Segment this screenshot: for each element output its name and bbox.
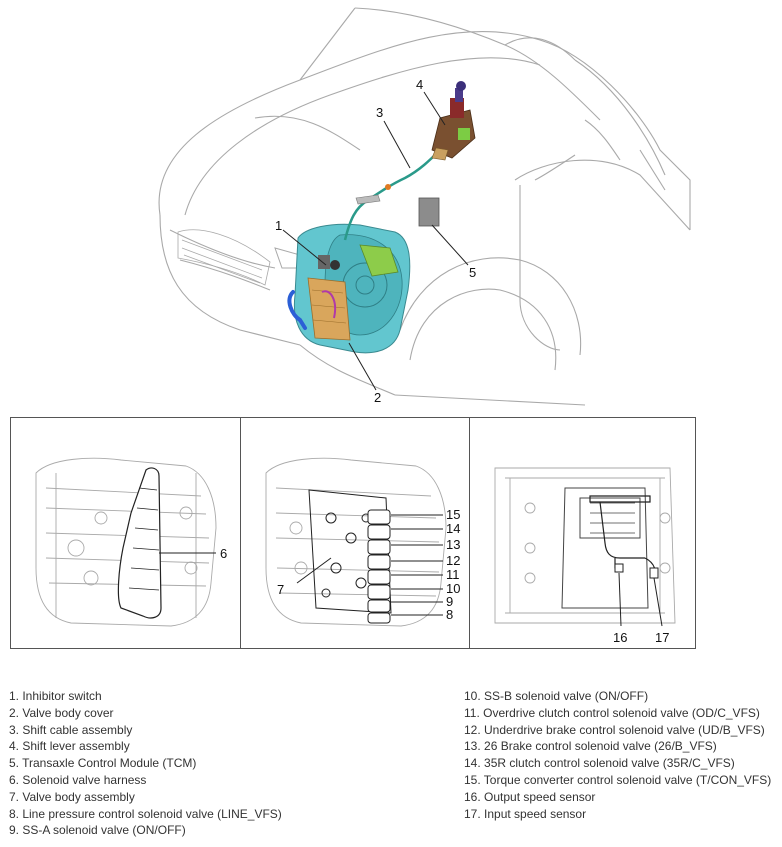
transaxle-assembly bbox=[287, 223, 411, 354]
legend-item: 12. Underdrive brake control solenoid va… bbox=[464, 722, 765, 737]
callout-4: 4 bbox=[416, 77, 423, 92]
callout-5: 5 bbox=[469, 265, 476, 280]
callout-13: 13 bbox=[446, 537, 460, 552]
callout-10: 10 bbox=[446, 581, 460, 596]
valve-body-plate bbox=[561, 487, 649, 609]
transaxle-line-drawing-3 bbox=[494, 467, 676, 624]
transaxle-line-drawing-2 bbox=[265, 457, 447, 627]
callout-2: 2 bbox=[374, 390, 381, 405]
leader-16 bbox=[618, 572, 622, 627]
callout-6: 6 bbox=[220, 546, 227, 561]
vehicle-transaxle-illustration: 1 2 3 4 5 bbox=[158, 7, 691, 406]
leader-17 bbox=[653, 577, 663, 627]
legend-item: 8. Line pressure control solenoid valve … bbox=[9, 806, 282, 821]
callout-11: 11 bbox=[446, 567, 460, 582]
legend-item: 5. Transaxle Control Module (TCM) bbox=[9, 756, 197, 771]
panel-solenoid-harness: 6 bbox=[35, 457, 227, 627]
callout-17: 17 bbox=[655, 630, 669, 645]
input-speed-sensor bbox=[649, 567, 659, 579]
legend-item: 1. Inhibitor switch bbox=[9, 689, 102, 703]
transaxle-line-drawing bbox=[35, 457, 217, 627]
tcm-module bbox=[418, 197, 440, 227]
legend-right-column: 10. SS-B solenoid valve (ON/OFF) 11. Ove… bbox=[464, 688, 771, 822]
panel-speed-sensors: 16 17 bbox=[469, 418, 676, 648]
cable-bracket bbox=[355, 194, 381, 205]
legend-item: 6. Solenoid valve harness bbox=[9, 772, 147, 787]
callout-8: 8 bbox=[446, 607, 453, 622]
legend-item: 15. Torque converter control solenoid va… bbox=[464, 772, 772, 787]
leader-lines-top bbox=[282, 91, 469, 391]
solenoid-stack bbox=[367, 509, 391, 624]
output-speed-sensor bbox=[614, 563, 624, 573]
legend-item: 10. SS-B solenoid valve (ON/OFF) bbox=[464, 689, 649, 703]
legend-item: 14. 35R clutch control solenoid valve (3… bbox=[464, 756, 735, 771]
solenoid-harness bbox=[117, 467, 162, 619]
callout-7: 7 bbox=[277, 582, 284, 597]
legend-item: 13. 26 Brake control solenoid valve (26/… bbox=[464, 739, 717, 754]
legend-item: 2. Valve body cover bbox=[9, 705, 114, 720]
callout-9: 9 bbox=[446, 594, 453, 609]
callout-15: 15 bbox=[446, 507, 460, 522]
leader-lines-panel-2 bbox=[296, 514, 443, 616]
legend-item: 9. SS-A solenoid valve (ON/OFF) bbox=[9, 823, 186, 838]
valve-body bbox=[308, 489, 392, 614]
legend-item: 11. Overdrive clutch control solenoid va… bbox=[464, 705, 760, 720]
legend-item: 7. Valve body assembly bbox=[9, 789, 135, 804]
shift-lever-assembly bbox=[431, 81, 476, 161]
legend-item: 4. Shift lever assembly bbox=[9, 739, 130, 754]
callout-14: 14 bbox=[446, 521, 460, 536]
callout-1: 1 bbox=[275, 218, 282, 233]
detail-panels: 6 bbox=[10, 417, 696, 649]
callout-16: 16 bbox=[613, 630, 627, 645]
panel-valve-body: 7 15 14 13 12 11 10 9 8 bbox=[240, 418, 460, 648]
callout-3: 3 bbox=[376, 105, 383, 120]
legend-left-column: 1. Inhibitor switch 2. Valve body cover … bbox=[9, 688, 282, 839]
legend-item: 3. Shift cable assembly bbox=[9, 722, 133, 737]
callout-12: 12 bbox=[446, 553, 460, 568]
legend-item: 16. Output speed sensor bbox=[464, 789, 596, 804]
legend-item: 17. Input speed sensor bbox=[464, 806, 587, 821]
grille bbox=[177, 229, 271, 286]
vehicle-outline bbox=[158, 7, 691, 406]
